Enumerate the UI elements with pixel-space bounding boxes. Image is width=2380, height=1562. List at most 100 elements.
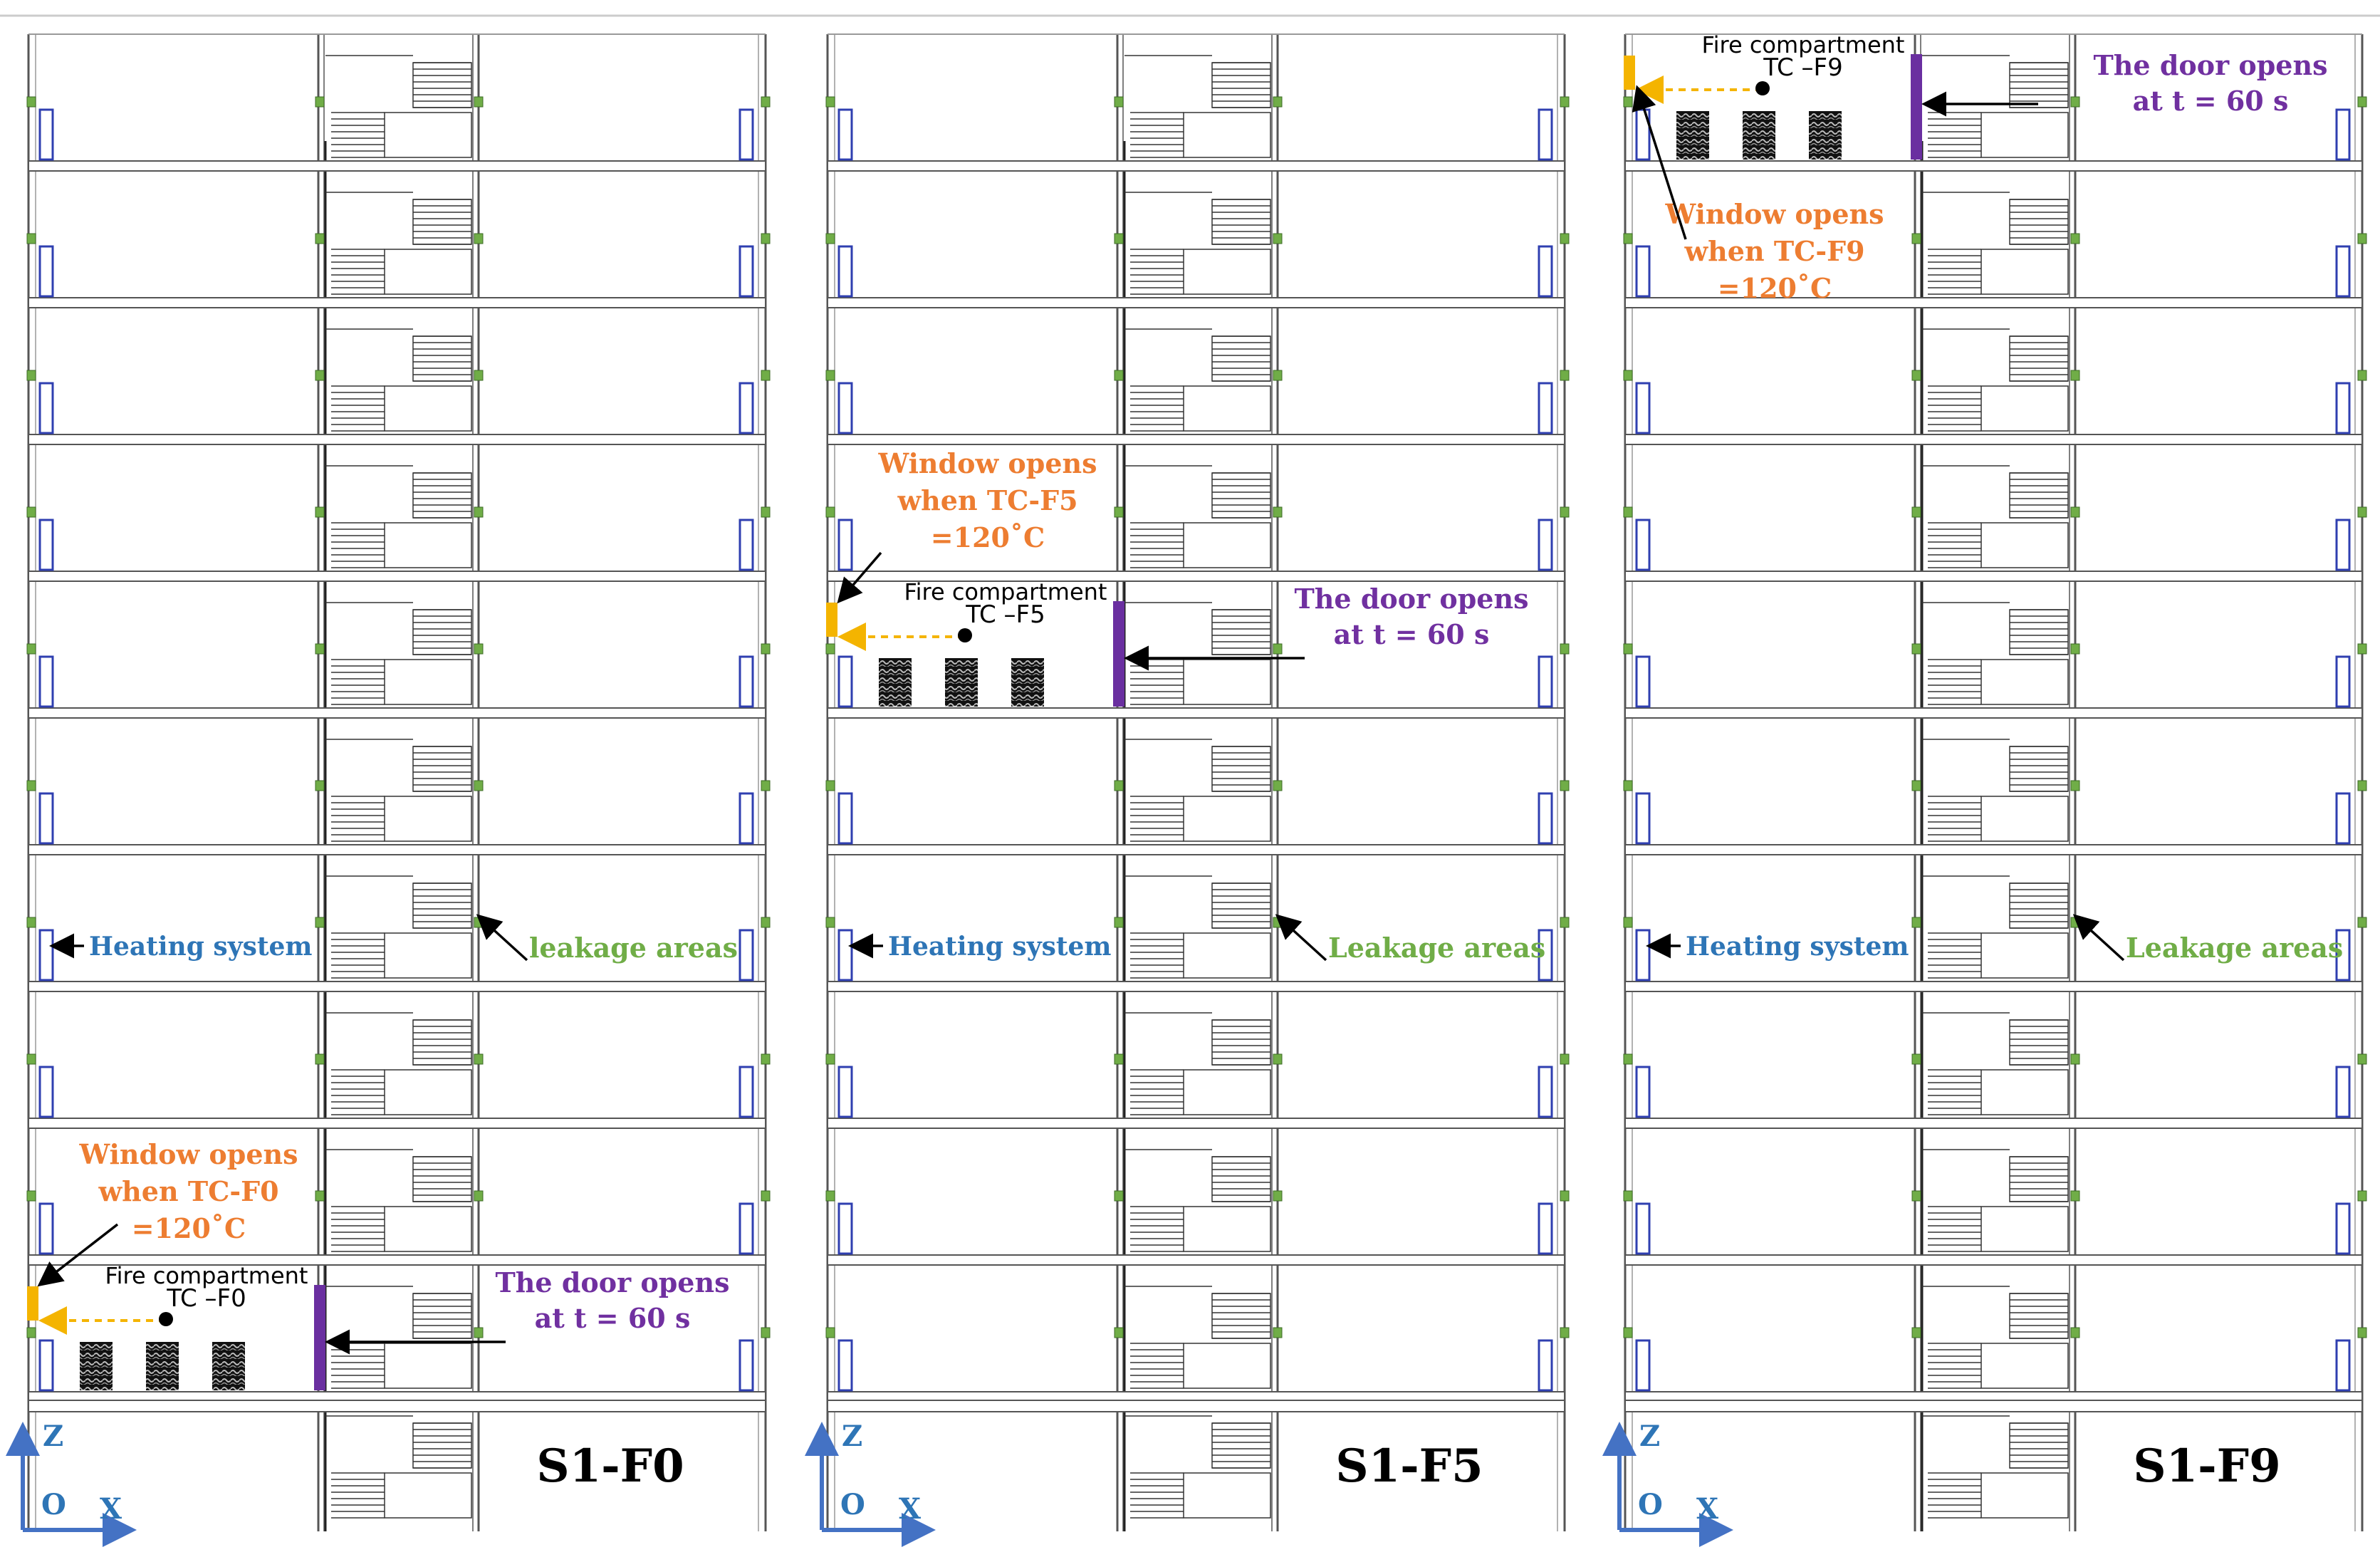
heater-right <box>1538 1066 1553 1118</box>
heater-left <box>1635 655 1651 708</box>
leakage-area <box>1911 780 1921 791</box>
leakage-area <box>2070 1327 2080 1338</box>
heater-left <box>837 108 853 161</box>
leakage-area <box>1911 370 1921 381</box>
leakage-areas-label: Leakage areas <box>1328 932 1545 964</box>
heater-right <box>2335 1339 2351 1392</box>
heater-right <box>2335 1066 2351 1118</box>
stair-flight-lower <box>384 385 472 432</box>
leakage-area <box>761 1327 771 1338</box>
leakage-area <box>1560 506 1570 518</box>
leakage-area <box>474 506 484 518</box>
floor-slab <box>1624 844 2363 855</box>
leakage-area <box>2070 1190 2080 1202</box>
heater-left <box>38 1202 54 1255</box>
heater-right <box>2335 929 2351 982</box>
leakage-pointer-arrow <box>476 914 528 962</box>
heater-left <box>38 108 54 161</box>
leakage-area <box>474 643 484 655</box>
leakage-area <box>2357 1053 2367 1065</box>
leakage-area <box>1114 506 1124 518</box>
leakage-area <box>1560 1190 1570 1202</box>
leakage-area <box>825 1053 835 1065</box>
stair-flight-upper <box>2009 62 2069 108</box>
door-opening <box>1113 601 1124 707</box>
leakage-area <box>26 643 36 655</box>
stair-flight-upper <box>2009 746 2069 792</box>
thermocouple-point <box>159 1312 173 1326</box>
leakage-area <box>26 1190 36 1202</box>
stair-flight-upper <box>412 1422 472 1469</box>
origin-label: O <box>1638 1488 1663 1521</box>
stair-flight-upper <box>412 199 472 245</box>
stair-flight-upper <box>2009 1293 2069 1339</box>
stair-flight-lower <box>1183 796 1271 842</box>
leakage-area <box>315 370 325 381</box>
leakage-area <box>1560 1327 1570 1338</box>
floor-slab <box>827 1254 1565 1266</box>
fuel-package <box>80 1342 113 1390</box>
heater-right <box>1538 1202 1553 1255</box>
leakage-area <box>1623 370 1633 381</box>
leakage-area <box>1911 1327 1921 1338</box>
stair-flight-lower <box>384 796 472 842</box>
stair-flight-lower <box>1183 1343 1271 1389</box>
stair-flight-lower <box>1183 249 1271 295</box>
leakage-area <box>474 1327 484 1338</box>
leakage-area <box>2070 1053 2080 1065</box>
floor-slab <box>28 297 766 308</box>
leakage-area <box>825 780 835 791</box>
heater-left <box>837 382 853 434</box>
leakage-area <box>26 1327 36 1338</box>
leakage-area <box>1273 643 1283 655</box>
leakage-area <box>1560 1053 1570 1065</box>
stair-flight-lower <box>384 522 472 568</box>
floor-slab <box>28 707 766 719</box>
leakage-pointer-arrow <box>1275 914 1327 962</box>
door-note-line: The door opens <box>1295 583 1529 615</box>
thermocouple-point <box>1755 81 1770 95</box>
leakage-area <box>1114 917 1124 928</box>
floor-slab <box>827 160 1565 172</box>
fuel-package <box>879 658 912 707</box>
stair-flight-upper <box>2009 882 2069 929</box>
ground-slab <box>1624 1400 2363 1412</box>
heater-right <box>738 1202 754 1255</box>
fuel-package <box>1676 111 1709 160</box>
heater-right <box>1538 245 1553 298</box>
heater-left <box>1635 382 1651 434</box>
z-axis-label: Z <box>43 1420 63 1453</box>
window-note-line: Window opens <box>78 1138 298 1170</box>
stair-flight-lower <box>384 1069 472 1115</box>
leakage-area <box>761 233 771 244</box>
window-note-line: when TC-F0 <box>98 1175 278 1207</box>
stair-flight-upper <box>1211 1156 1271 1202</box>
fuel-package <box>1743 111 1775 160</box>
floor-slab <box>28 1118 766 1129</box>
leakage-area <box>2357 780 2367 791</box>
heater-left <box>38 382 54 434</box>
stair-flight-lower <box>384 1343 472 1389</box>
heater-left <box>1635 1339 1651 1392</box>
heater-right <box>1538 108 1553 161</box>
stair-flight-lower <box>1980 1069 2069 1115</box>
ground-slab <box>827 1400 1565 1412</box>
leakage-area <box>761 643 771 655</box>
leakage-area <box>1114 233 1124 244</box>
stair-flight-lower <box>1980 1343 2069 1389</box>
door-note-line: The door opens <box>496 1266 730 1298</box>
stair-flight-lower <box>1980 659 2069 705</box>
leakage-area <box>315 917 325 928</box>
stair-flight-upper <box>412 746 472 792</box>
stair-flight-lower <box>1980 112 2069 158</box>
stair-flight-lower <box>384 932 472 979</box>
leakage-area <box>1911 233 1921 244</box>
floor-slab <box>827 981 1565 992</box>
heater-left <box>837 929 853 982</box>
stair-flight-lower <box>384 1206 472 1252</box>
door-note-line: at t = 60 s <box>2133 85 2289 117</box>
leakage-area <box>2357 96 2367 108</box>
heater-right <box>2335 1202 2351 1255</box>
